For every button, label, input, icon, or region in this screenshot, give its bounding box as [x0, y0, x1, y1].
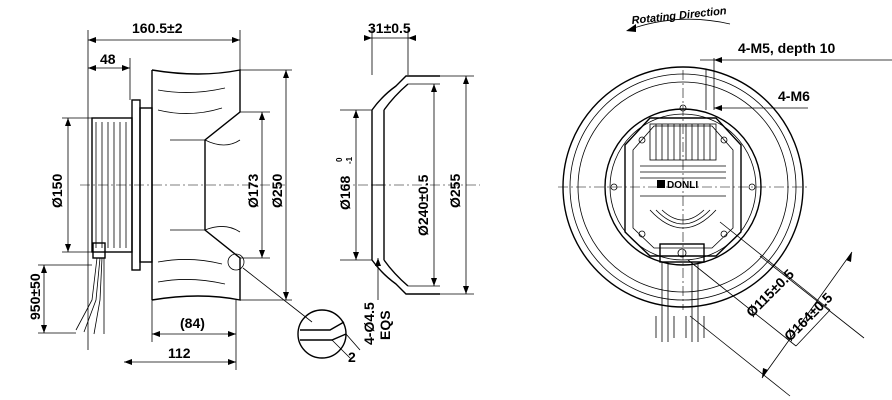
- bolt-hole-icon: [720, 136, 728, 144]
- throat-diameter-label: Ø168: [337, 176, 353, 210]
- throat-tol-lower: -1: [345, 156, 354, 164]
- brand-logo-icon: [657, 180, 665, 188]
- inlet-diameter-label: Ø173: [245, 174, 261, 208]
- inlet-ring-view: 31±0.5 Ø168 0 -1 Ø240±0.5 Ø255 4-Ø4.5 EQ…: [335, 20, 480, 345]
- rotation-arrowhead: [626, 24, 636, 32]
- throat-tol-upper: 0: [335, 157, 344, 162]
- thread-hole-icon: [748, 183, 756, 191]
- overall-length-label: 160.5±2: [132, 20, 183, 36]
- motor-fins: [95, 122, 127, 248]
- front-cable-wires: [655, 262, 705, 342]
- ring-depth-label: 31±0.5: [368, 20, 411, 36]
- base-length-label: 112: [168, 345, 191, 361]
- bolt-hole-icon: [720, 230, 728, 238]
- impeller-outline: [151, 69, 241, 301]
- cable-gland: [92, 242, 106, 259]
- motor-housing: [624, 117, 742, 257]
- cable-length-label: 950±50: [27, 273, 43, 320]
- junction-box: [659, 243, 705, 263]
- outer-ring: [562, 66, 804, 308]
- ring-mid-diameter-label: Ø240±0.5: [415, 174, 431, 236]
- motor-ring: [604, 108, 762, 266]
- detail-marker: [227, 253, 245, 271]
- detail-circle: [297, 309, 347, 359]
- thread-hole-icon: [679, 104, 687, 112]
- cable-wires: [75, 257, 105, 335]
- pcd-outer-label: Ø164±0.5: [781, 289, 836, 344]
- hub-diameter-label: Ø150: [49, 174, 65, 208]
- impeller-diameter-label: Ø250: [269, 174, 285, 208]
- mount-holes-label: 4-Ø4.5: [361, 302, 377, 345]
- thread-b-label: 4-M6: [778, 88, 810, 104]
- bolt-hole-icon: [638, 230, 646, 238]
- side-view: 160.5±2 48 Ø150: [27, 20, 361, 370]
- thread-hole-icon: [610, 183, 618, 191]
- front-view: Rotating Direction: [558, 5, 892, 397]
- motor-depth-label: 48: [100, 51, 116, 67]
- motor-fin-grid: [640, 123, 726, 179]
- thread-a-label: 4-M5, depth 10: [738, 40, 835, 56]
- mount-holes-note: EQS: [377, 310, 393, 340]
- rotation-arrow: [627, 18, 731, 31]
- rotating-direction-label: Rotating Direction: [631, 5, 727, 27]
- ring-outer-diameter-label: Ø255: [447, 174, 463, 208]
- pcd-inner-label: Ø115±0.5: [743, 266, 797, 320]
- bolt-hole-icon: [638, 136, 646, 144]
- impeller-width-label: (84): [180, 315, 205, 331]
- brand-label: DONLI: [667, 180, 698, 191]
- detail-gap-label: 2: [348, 349, 356, 365]
- detail-lip: [300, 321, 347, 341]
